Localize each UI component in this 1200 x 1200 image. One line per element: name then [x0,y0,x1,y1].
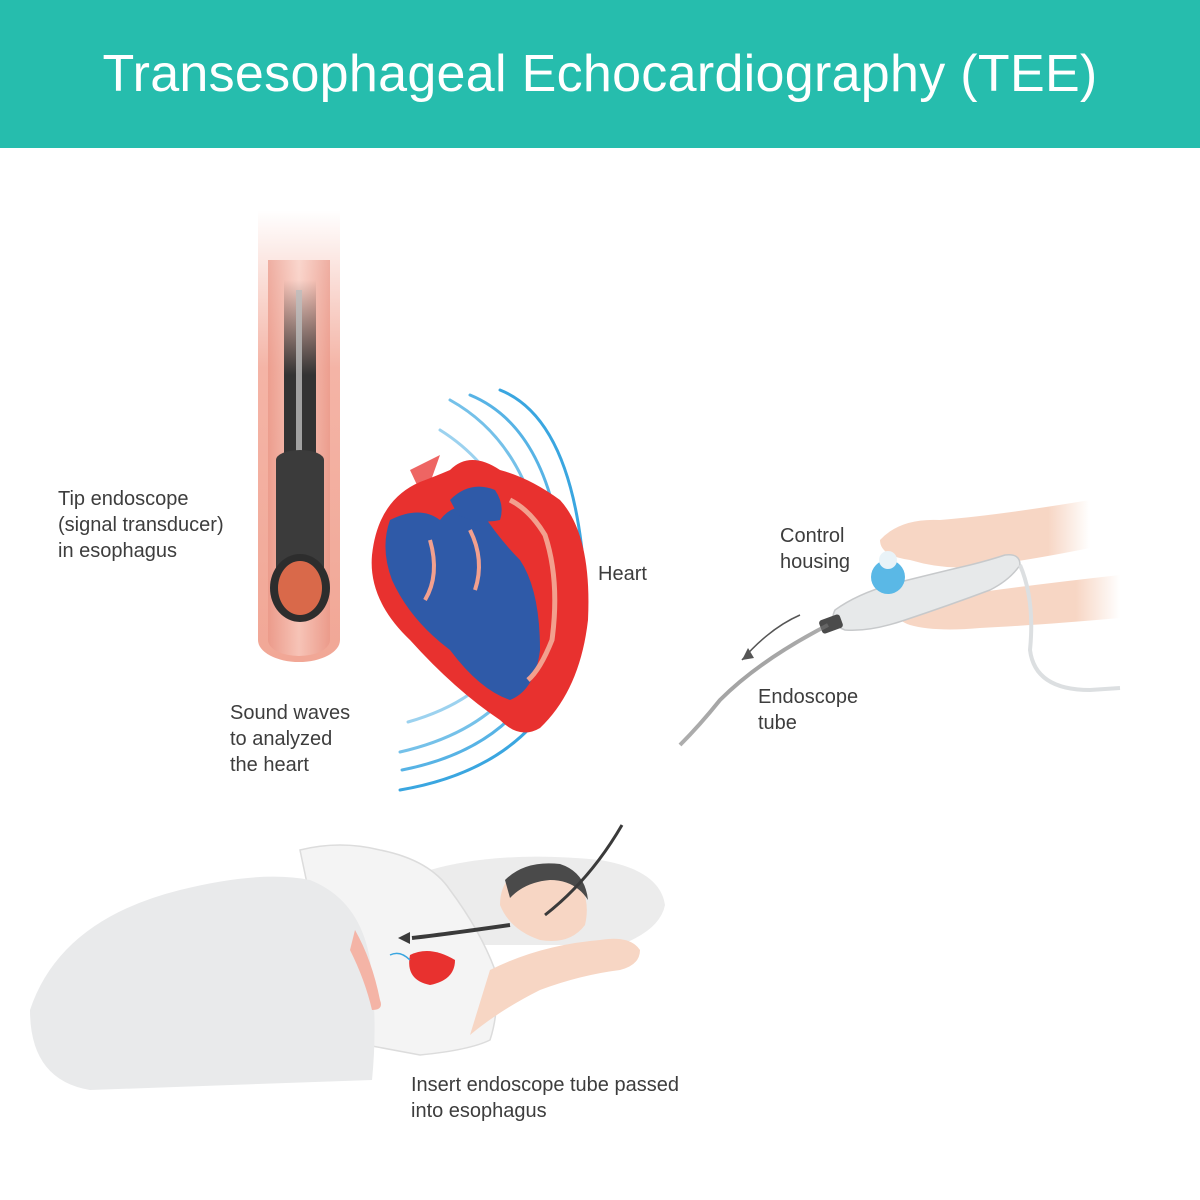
heart-cross-section [371,455,589,733]
label-control-housing: Control housing [780,525,851,573]
control-knob [871,551,905,594]
page-title: Transesophageal Echocardiography (TEE) [102,45,1098,103]
signal-transducer-tip [270,450,330,622]
label-insert-tube: Insert endoscope tube passed into esopha… [411,1074,679,1122]
endoscope-cable [284,280,316,470]
control-housing [819,553,1121,693]
label-tip-endoscope: Tip endoscope (signal transducer) in eso… [58,488,224,562]
label-sound-waves: Sound waves to analyzed the heart [230,702,351,776]
title-banner: Transesophageal Echocardiography (TEE) [0,0,1200,148]
endoscope-tube-line [678,614,829,747]
label-heart: Heart [598,563,647,585]
operator-hands [880,500,1120,630]
label-endoscope-tube: Endoscope tube [758,686,859,734]
patient [30,824,665,1090]
